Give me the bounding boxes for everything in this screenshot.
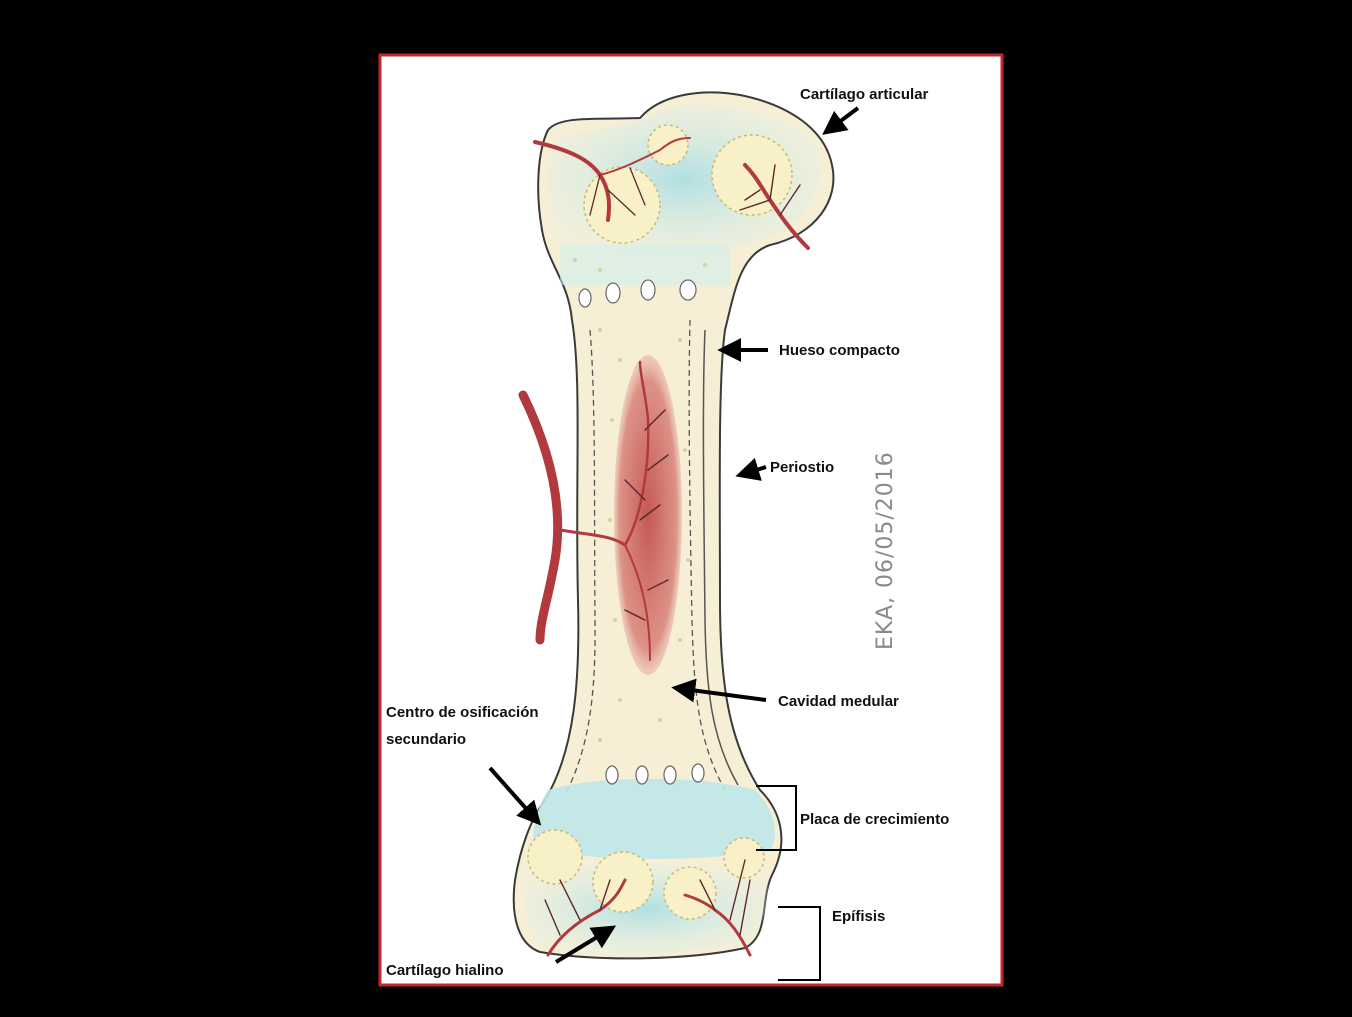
label-cartilago-articular: Cartílago articular [800, 86, 929, 103]
label-hueso-compacto: Hueso compacto [779, 342, 900, 359]
label-centro-osificacion-line2: secundario [386, 731, 466, 748]
label-placa-crecimiento: Placa de crecimiento [800, 811, 949, 828]
label-centro-osificacion-line1: Centro de osificación [386, 704, 539, 721]
signature: EKA, 06/05/2016 [873, 451, 898, 650]
ossification-center-lower-3 [664, 867, 716, 919]
label-cavidad-medular: Cavidad medular [778, 693, 899, 710]
label-epifisis: Epífisis [832, 908, 885, 925]
ossification-center-lower-4 [724, 838, 764, 878]
label-cartilago-hialino: Cartílago hialino [386, 962, 504, 979]
ossification-center-upper-left [584, 167, 660, 243]
ossification-center-lower-1 [528, 830, 582, 884]
label-periostio: Periostio [770, 459, 834, 476]
